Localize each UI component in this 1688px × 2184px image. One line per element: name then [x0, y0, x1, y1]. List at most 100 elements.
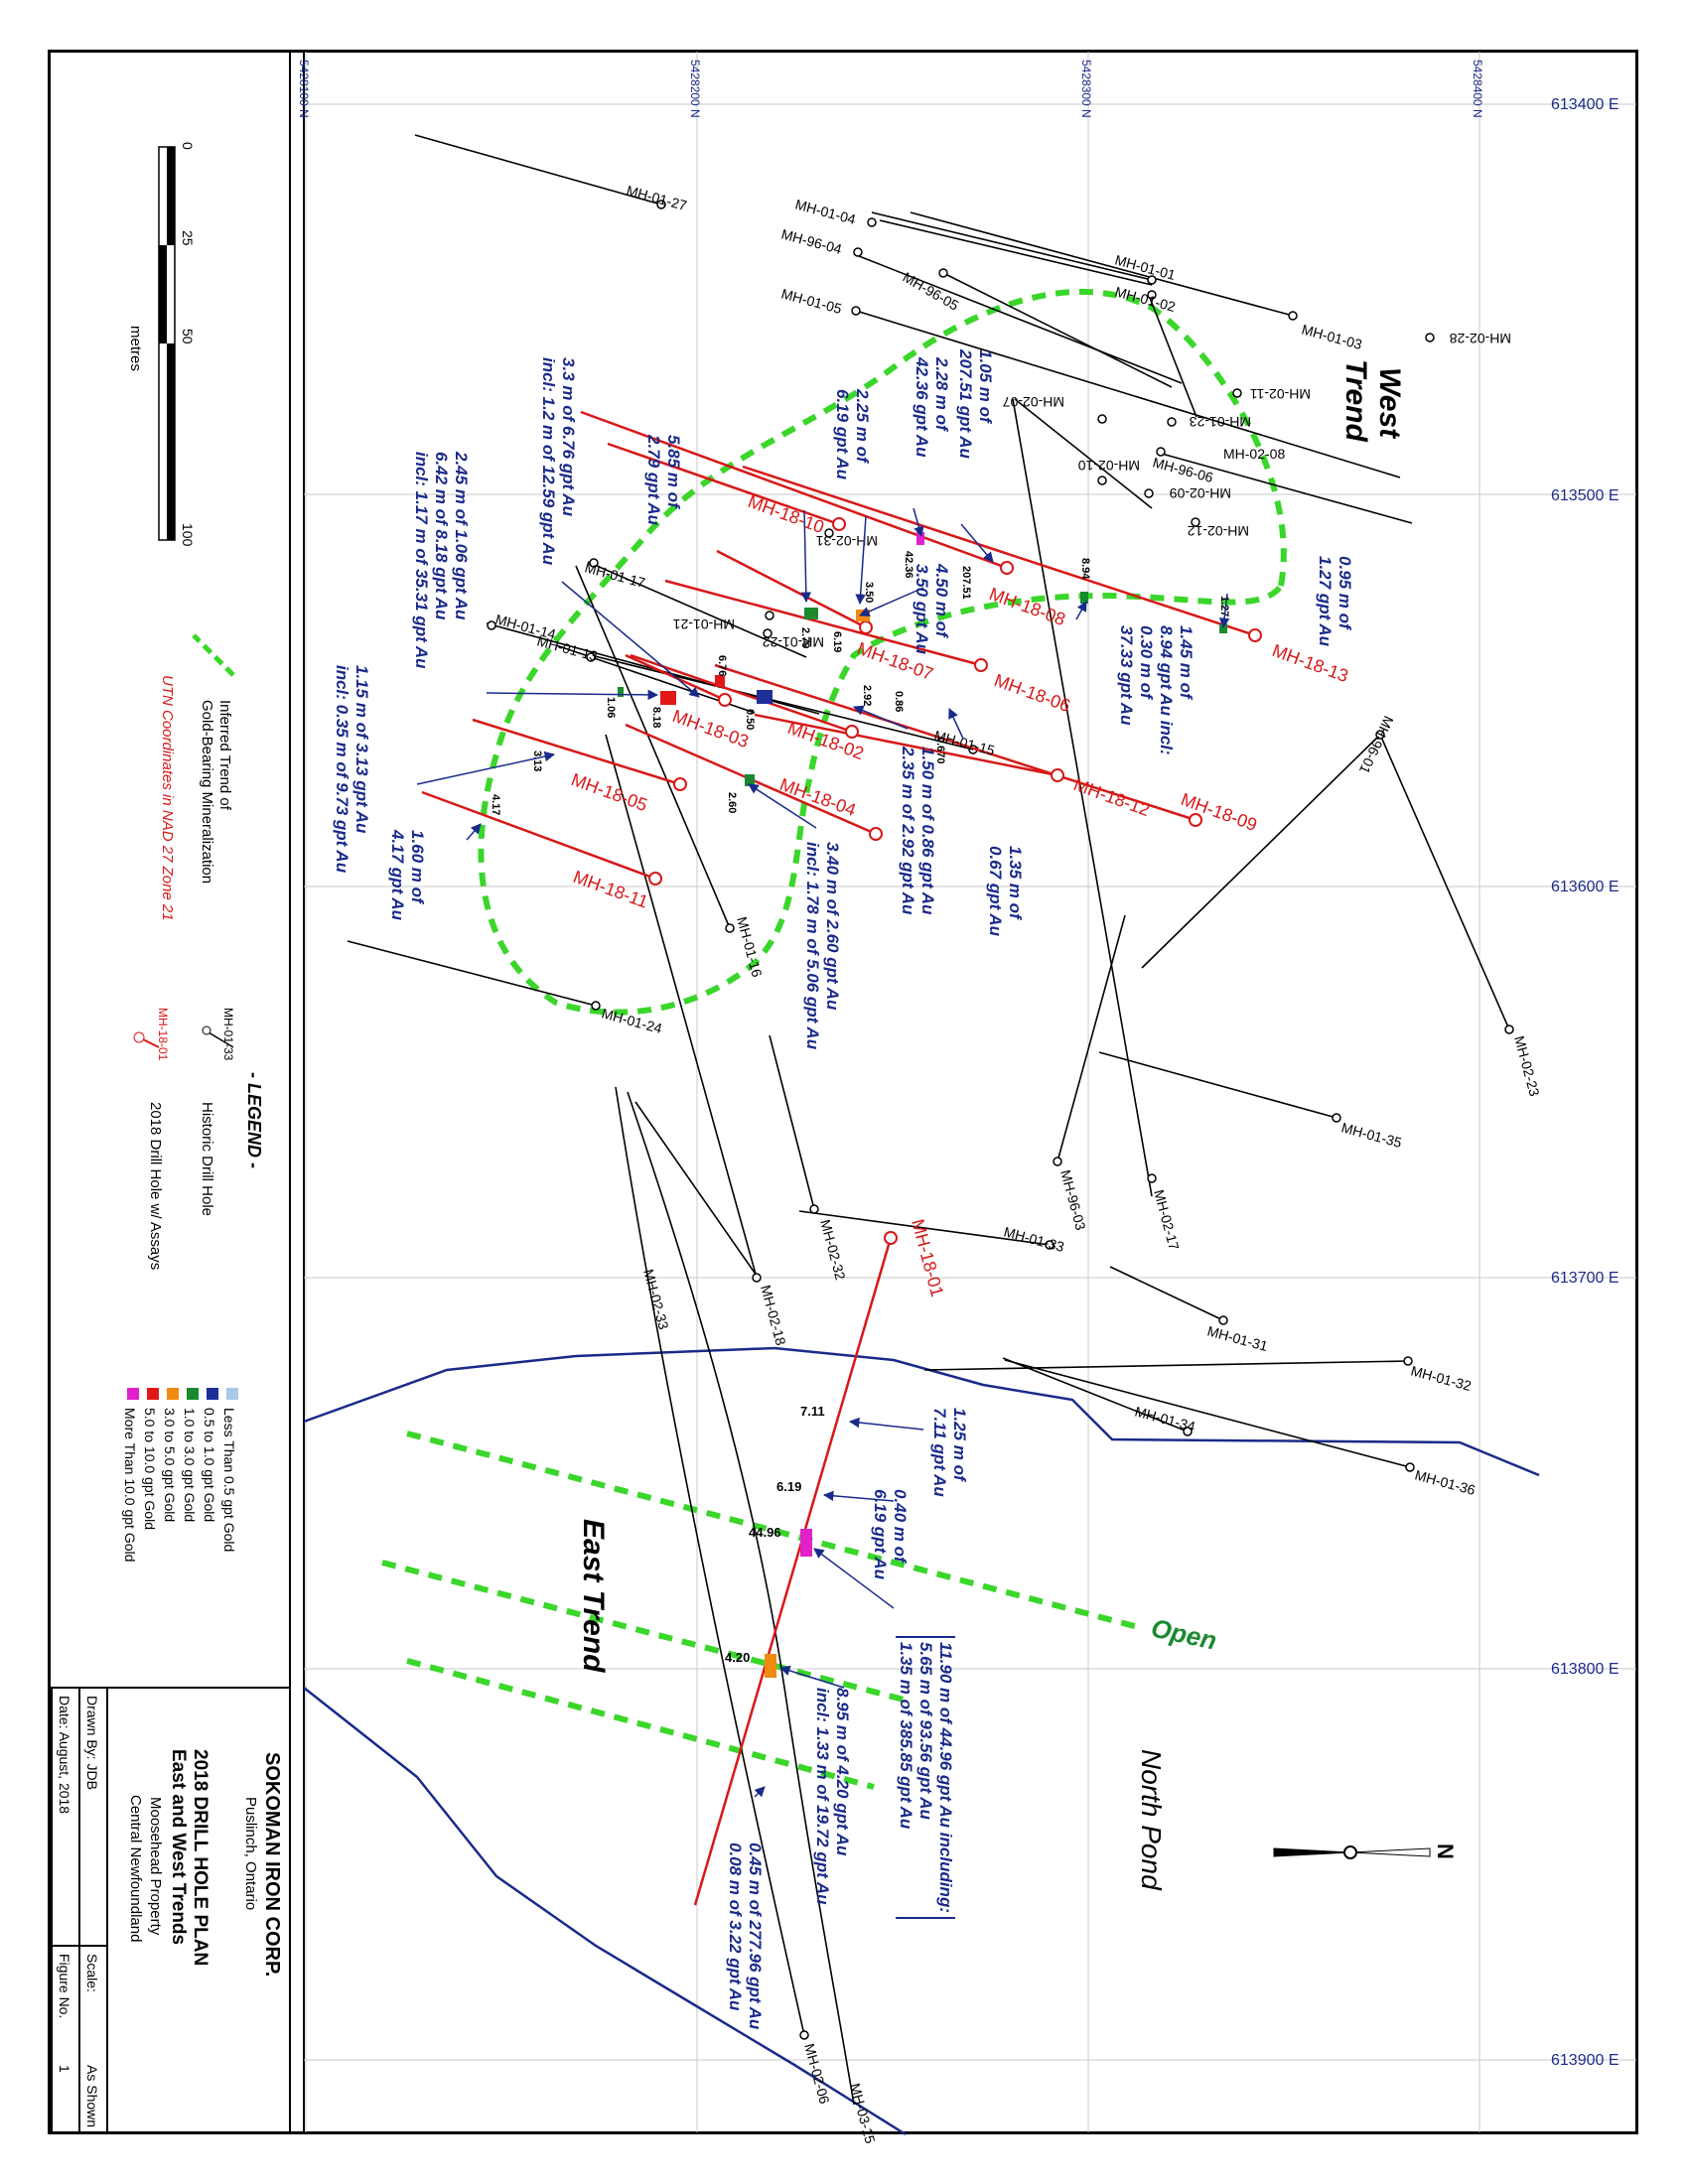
hole-label: MH-02-31 — [816, 533, 878, 549]
new-hole-label: MH-18-08 — [987, 584, 1068, 629]
scale-tick-25: 25 — [180, 230, 196, 246]
hole-label: MH-01-31 — [1205, 1322, 1269, 1354]
grade-label-4: 3.0 to 5.0 gpt Gold — [162, 1408, 178, 1522]
inferred-trends — [381, 288, 1287, 1790]
hole-label: MH-01-33 — [1002, 1223, 1065, 1255]
northing-label-4: 5428400 N — [1471, 60, 1484, 118]
easting-label-5: 613800 E — [1551, 1661, 1619, 1678]
map-area-border — [303, 51, 1637, 2133]
grid-lines — [304, 52, 1636, 2132]
drawn-by: Drawn By: JDB — [84, 1696, 100, 1790]
shoreline — [303, 1346, 1540, 2136]
trend-legend-label-2: Gold-Bearing Mineralization — [199, 700, 215, 884]
drawing-title: 2018 DRILL HOLE PLAN — [190, 1749, 211, 1966]
new-hole-label: MH-18-01 — [908, 1217, 947, 1298]
assay-tick: 2.79 — [799, 627, 811, 648]
hole-label: MH-01-21 — [673, 616, 735, 632]
new-hole-label: MH-18-03 — [670, 706, 752, 751]
assay-tick: 44.96 — [749, 1525, 781, 1540]
historic-drill-holes — [347, 134, 1510, 2106]
company-location: Puslinch, Ontario — [242, 1797, 259, 1910]
hole-label: MH-01-23 — [1190, 414, 1251, 430]
hole-label: MH-96-05 — [901, 269, 962, 314]
grade-label-1: Less Than 0.5 gpt Gold — [221, 1408, 237, 1552]
assay-tick: 6.76 — [716, 655, 728, 676]
easting-label-3: 613600 E — [1551, 879, 1619, 895]
legend — [127, 633, 238, 1400]
east-trend-label: East Trend — [577, 1519, 610, 1673]
easting-label-6: 613900 E — [1551, 2052, 1619, 2069]
hole-label: MH-02-11 — [1250, 386, 1311, 402]
assay-tick: 42.36 — [903, 551, 914, 579]
assay-tick: 6.19 — [776, 1479, 801, 1494]
hole-label: MH-01-05 — [779, 285, 843, 317]
hole-label: MH-02-09 — [1170, 485, 1231, 501]
scale-tick-100: 100 — [180, 523, 196, 547]
west-trend-label-1: West — [1373, 367, 1406, 440]
hole-label: MH-01-22 — [763, 634, 824, 650]
new-hole-label: MH-18-09 — [1179, 789, 1260, 835]
hole-label: MH-02-17 — [1151, 1188, 1183, 1252]
drawing-subtitle: East and West Trends — [168, 1749, 189, 1945]
leader-arrows — [416, 507, 1230, 1798]
easting-label-1: 613400 E — [1551, 96, 1619, 113]
hole-label: MH-02-33 — [640, 1268, 672, 1331]
scale-bar — [158, 146, 176, 541]
new-hole-label: MH-18-12 — [1071, 774, 1153, 820]
northing-label-3: 5428300 N — [1079, 60, 1093, 118]
legend-title: - LEGEND - — [244, 1072, 264, 1168]
open-label: Open — [1149, 1613, 1219, 1656]
scale-label: Scale: — [84, 1954, 100, 1992]
assay-tick: 8.18 — [650, 707, 662, 728]
trend-legend-label-1: Inferred Trend of — [216, 700, 233, 811]
assay-tick-labels: 7.11 6.19 44.96 4.20 8.94 1.27 42.36 207… — [490, 551, 1230, 1665]
assay-tick: 8.94 — [1079, 558, 1091, 580]
legend-new-sample: MH-18-01 — [156, 1008, 170, 1061]
new-hole-label: MH-18-13 — [1270, 640, 1351, 686]
hole-label: MH-01-27 — [625, 182, 688, 213]
new-collars — [648, 517, 1262, 1245]
new-hole-label: MH-18-04 — [777, 774, 859, 820]
new-drill-holes — [421, 410, 1256, 1906]
assay-tick: 4.17 — [490, 794, 501, 815]
hole-label: MH-96-01 — [1356, 714, 1397, 776]
hole-label: MH-02-23 — [1511, 1034, 1543, 1098]
historic-collars — [487, 200, 1514, 2040]
west-trend-label-2: Trend — [1339, 359, 1372, 442]
assay-tick: 1.06 — [605, 697, 617, 718]
hole-label: MH-02-18 — [758, 1284, 789, 1347]
scale-value: As Shown — [84, 2065, 100, 2127]
assay-tick: 207.51 — [960, 566, 972, 600]
hole-label: MH-01-04 — [793, 196, 857, 227]
assay-tick: 1.27 — [1218, 596, 1230, 616]
hole-label: MH-96-04 — [779, 225, 843, 257]
assay-tick: 2.92 — [861, 685, 873, 706]
grade-label-3: 1.0 to 3.0 gpt Gold — [182, 1408, 198, 1522]
hole-label: MH-01-32 — [1409, 1362, 1473, 1394]
north-pond-label: North Pond — [1136, 1749, 1167, 1891]
figure-value: 1 — [57, 2065, 72, 2073]
assay-tick: 0.86 — [893, 691, 905, 712]
new-hole-label: MH-18-07 — [855, 638, 936, 684]
assay-tick: 0.50 — [744, 709, 756, 730]
north-arrow-icon — [1273, 1845, 1431, 1859]
northing-label-2: 5428200 N — [688, 60, 702, 118]
legend-historic-label: Historic Drill Hole — [199, 1102, 215, 1216]
hole-label: MH-01-35 — [1339, 1119, 1403, 1151]
hole-label: MH-01-02 — [1113, 283, 1177, 315]
property-name: Moosehead Property — [147, 1797, 164, 1936]
assay-tick: 3.13 — [531, 751, 543, 771]
assay-tick: 4.20 — [725, 1650, 750, 1665]
hole-label: MH-01-17 — [583, 559, 646, 591]
north-arrow-label: N — [1433, 1843, 1458, 1859]
new-hole-labels: MH-18-10 MH-18-08 MH-18-13 MH-18-07 MH-1… — [569, 491, 1351, 1298]
coords-note: UTN Coordinates in NAD 27 Zone 21 — [159, 675, 176, 921]
new-hole-label: MH-18-02 — [785, 718, 867, 763]
hole-label: MH-02-28 — [1450, 331, 1511, 346]
hole-label: MH-96-03 — [1057, 1168, 1089, 1232]
region-name: Central Newfoundland — [127, 1795, 144, 1942]
hole-label: MH-01-24 — [600, 1005, 663, 1036]
assay-tick: 3.50 — [863, 582, 875, 603]
hole-label: MH-01-16 — [734, 915, 766, 979]
